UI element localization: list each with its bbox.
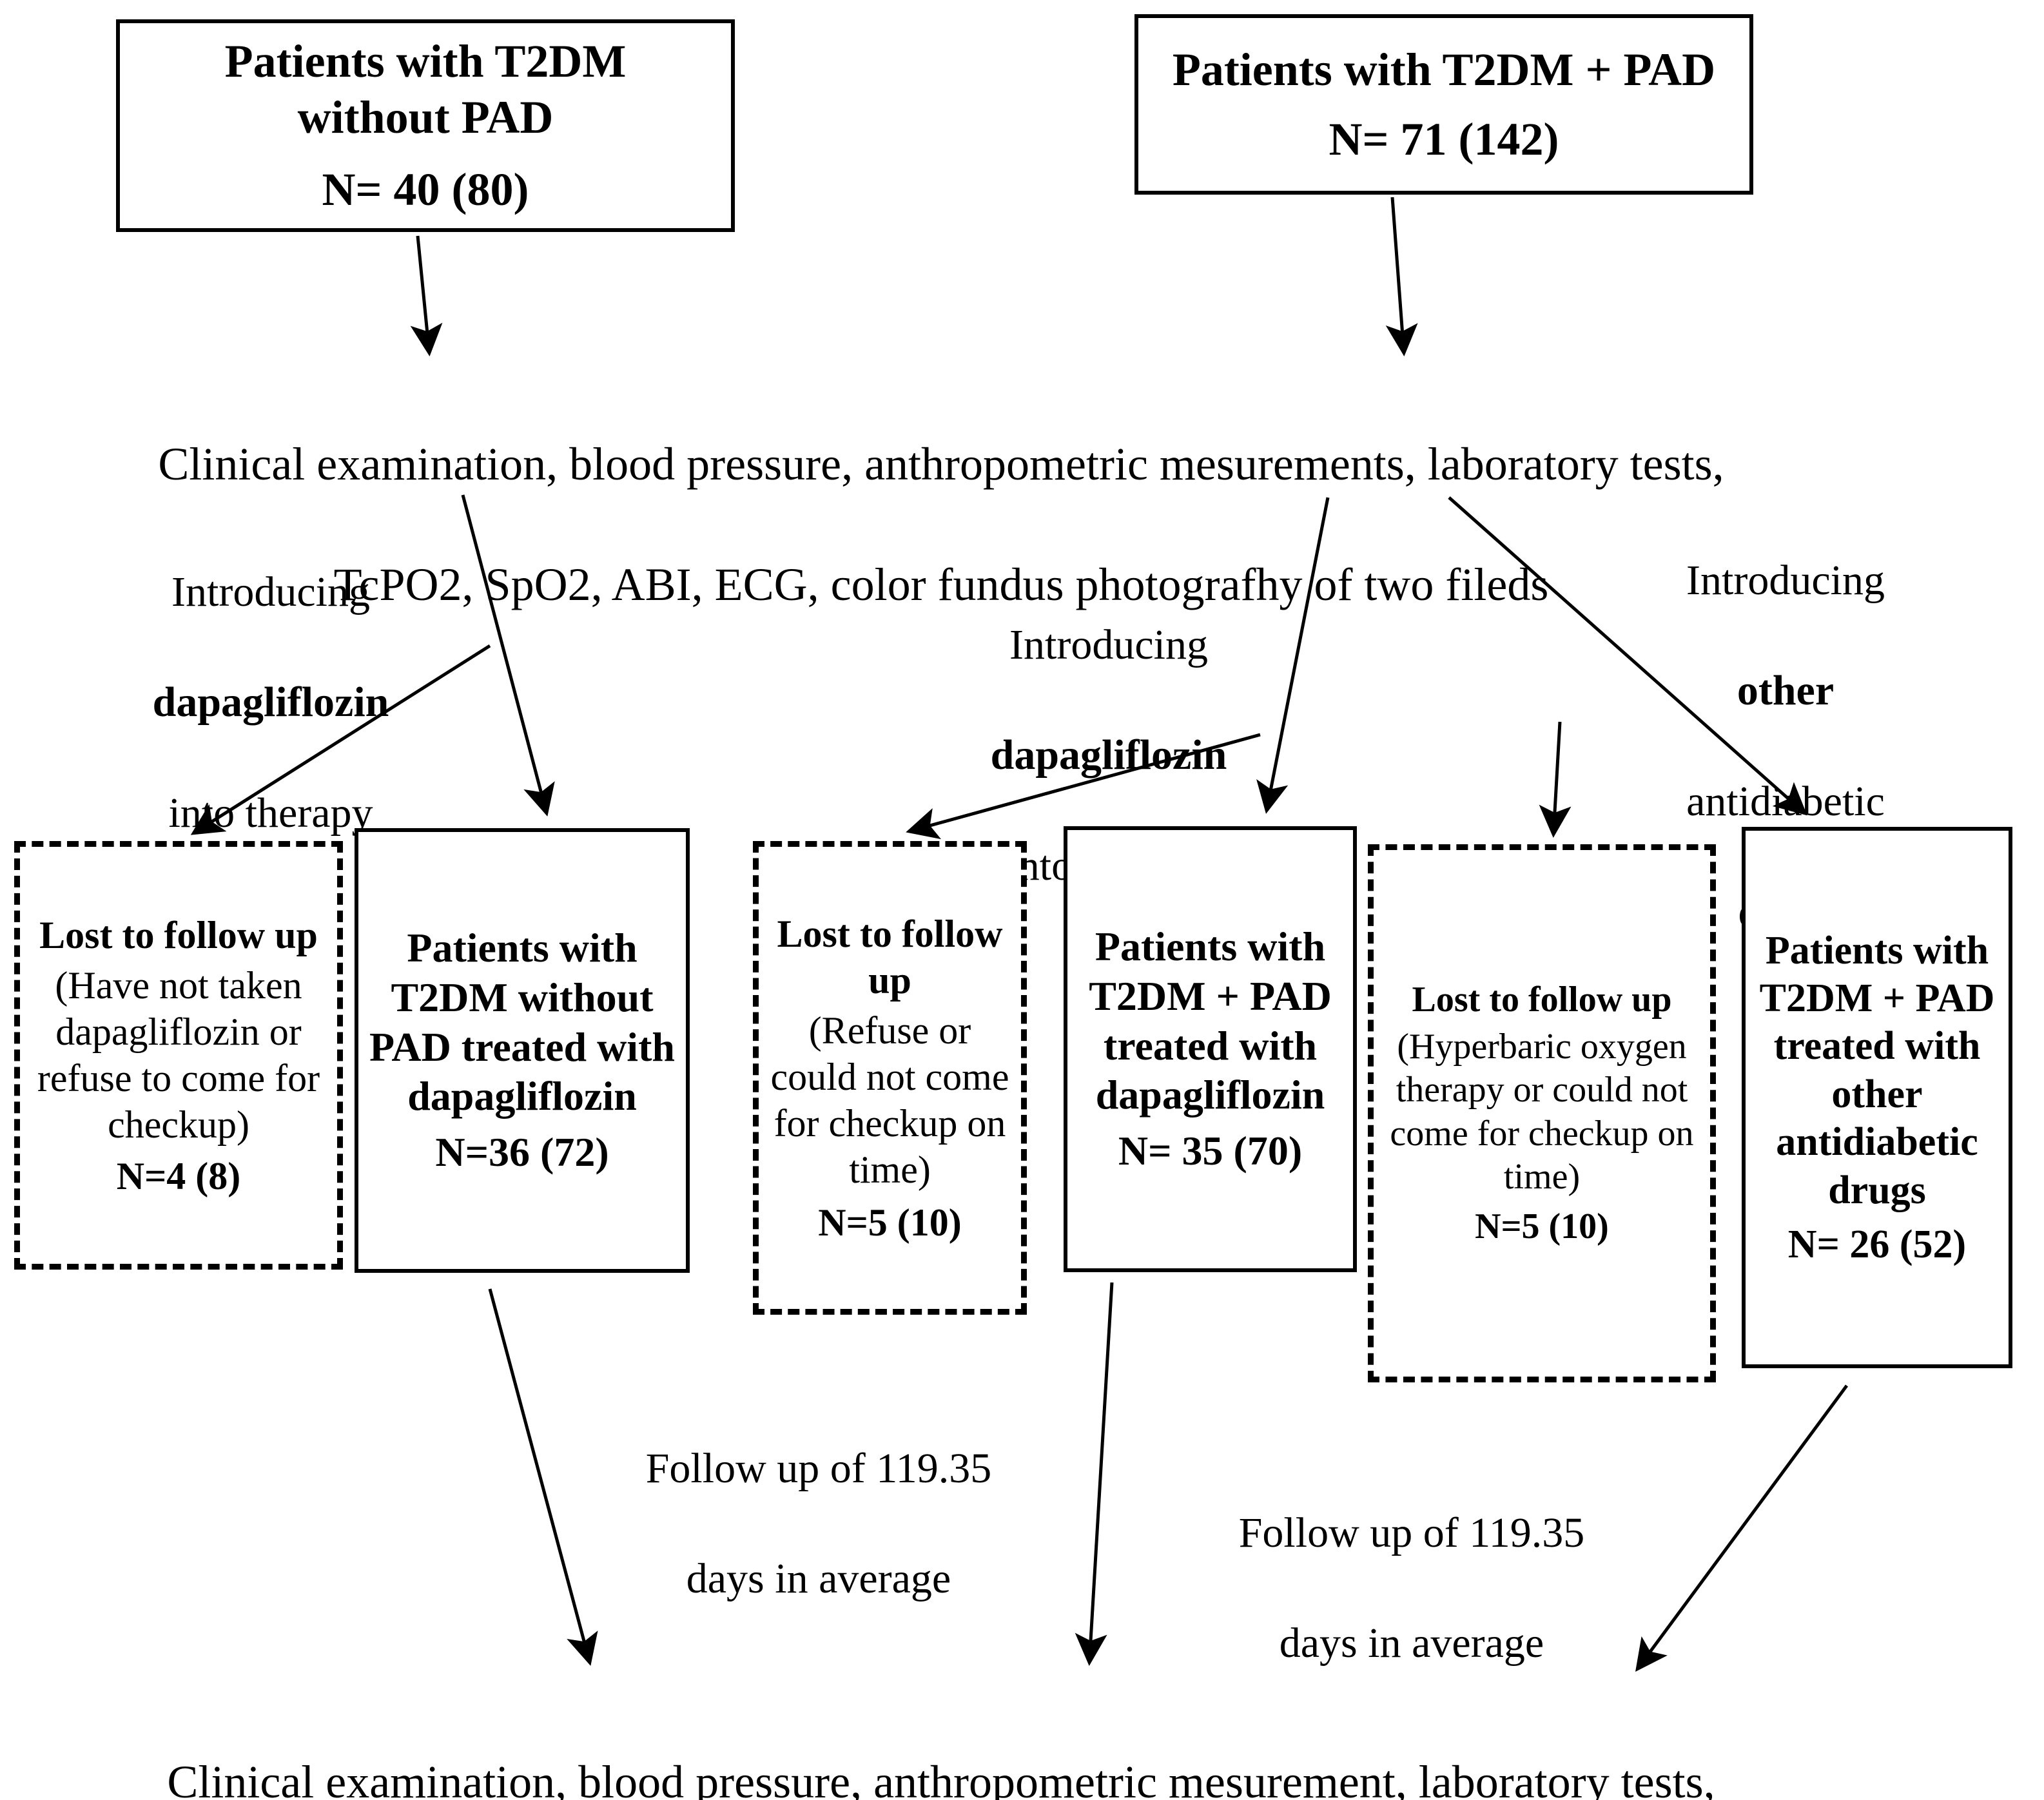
box-title-line1: Patients with T2DM + PAD [1172,43,1716,95]
assessment-text-baseline: Clinical examination, blood pressure, an… [129,374,1753,675]
edge-label-line1: Introducing [1686,556,1885,604]
arrow-tx2-to-final [1075,1282,1114,1666]
box-count: N=4 (8) [116,1154,241,1197]
box-patients-t2dm-with-pad[interactable]: Patients with T2DM + PAD N= 71 (142) [1134,14,1753,195]
arrow-tx1-to-final [488,1288,598,1666]
assessment-line1: Clinical examination, blood pressure, an… [158,438,1724,490]
box-lost-to-follow-up-1[interactable]: Lost to follow up (Have not taken dapagl… [14,841,343,1270]
box-count: N=5 (10) [1475,1206,1609,1246]
follow-up-line2: days in average [1279,1620,1544,1667]
box-patients-t2dm-without-pad[interactable]: Patients with T2DM without PAD N= 40 (80… [116,19,735,232]
edge-label-follow-up-left: Follow up of 119.35 days in average [606,1386,1031,1662]
assessment-text-followup: Clinical examination, blood pressure, an… [129,1692,1753,1800]
box-title: Patients with T2DM + PAD treated with da… [1089,924,1332,1118]
box-reason: (Hyperbaric oxygen therapy or could not … [1390,1027,1694,1197]
box-treated-t2dm-pad-dapagliflozin[interactable]: Patients with T2DM + PAD treated with da… [1064,826,1357,1272]
box-title: Patients with T2DM + PAD treated with ot… [1759,928,1995,1212]
box-title-line1: Patients with T2DM [224,35,627,88]
box-count: N= 40 (80) [322,164,529,216]
edge-label-drug: dapagliflozin [990,731,1227,779]
arrow-tx3-to-final [1635,1384,1849,1672]
edge-label-line3: into therapy [168,789,373,837]
box-treated-t2dm-pad-other-drugs[interactable]: Patients with T2DM + PAD treated with ot… [1742,827,2012,1368]
box-title-line2: without PAD [297,91,554,143]
box-lost-to-follow-up-3[interactable]: Lost to follow up (Hyperbaric oxygen the… [1368,844,1716,1382]
arrow-nopad-to-exam [410,235,443,356]
box-title: Lost to follow up [777,912,1003,1002]
box-title: Lost to follow up [1412,979,1672,1020]
follow-up-line2: days in average [686,1555,951,1603]
box-title: Lost to follow up [39,913,318,956]
box-lost-to-follow-up-2[interactable]: Lost to follow up (Refuse or could not c… [753,841,1027,1315]
arrow-to-lost3 [1539,721,1572,838]
box-count: N=5 (10) [818,1201,962,1244]
arrow-pad-to-exam [1385,197,1418,356]
assessment-line2: TcPO2, SpO2, ABI, ECG, color fundus phot… [333,558,1549,610]
follow-up-line1: Follow up of 119.35 [645,1444,992,1492]
edge-label-drug: dapagliflozin [152,679,389,726]
assessment-line1: Clinical examination, blood pressure, an… [167,1756,1715,1800]
edge-label-line3: antidiabetic [1686,777,1885,825]
edge-label-line1: Introducing [1009,621,1208,668]
edge-label-line1: Introducing [171,568,370,615]
box-reason: (Have not taken dapagliflozin or refuse … [37,963,320,1146]
box-count: N=36 (72) [435,1129,609,1176]
edge-label-follow-up-right: Follow up of 119.35 days in average [1199,1450,1624,1727]
box-count: N= 71 (142) [1329,113,1559,165]
box-reason: (Refuse or could not come for checkup on… [770,1009,1009,1191]
box-treated-t2dm-without-pad-dapagliflozin[interactable]: Patients with T2DM without PAD treated w… [355,828,690,1273]
follow-up-line1: Follow up of 119.35 [1238,1509,1585,1556]
edge-label-other: other [1737,667,1835,715]
box-title: Patients with T2DM without PAD treated w… [369,925,675,1119]
box-count: N= 26 (52) [1787,1222,1967,1266]
edge-label-introducing-dapagliflozin-left: Introducing dapagliflozin into therapy [129,509,413,896]
box-count: N= 35 (70) [1118,1128,1303,1174]
